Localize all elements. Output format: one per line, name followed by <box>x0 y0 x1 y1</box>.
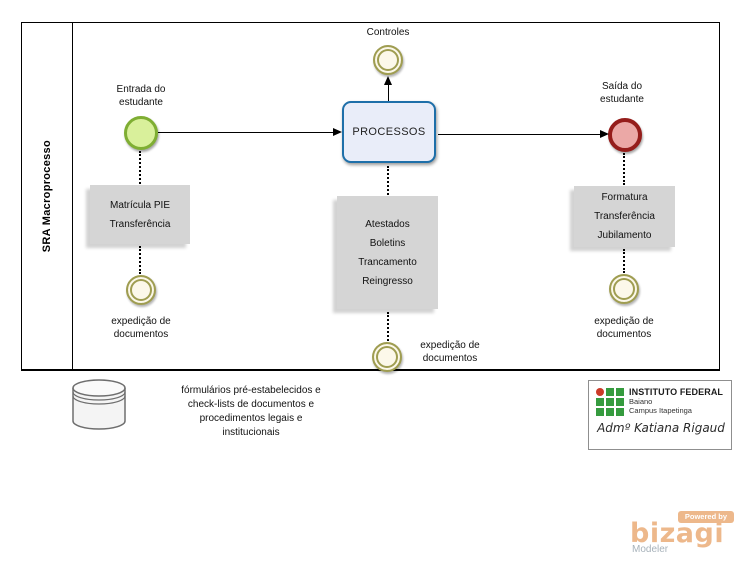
assoc-matricula-to-expedicao <box>139 246 141 274</box>
institution-logo-box: INSTITUTO FEDERAL Baiano Campus Itapetin… <box>588 380 732 450</box>
label-expedicao-left: expedição de documentos <box>111 316 171 340</box>
event-expedicao-left[interactable] <box>126 275 156 305</box>
assoc-processos-to-atestados <box>387 166 389 195</box>
assoc-atestados-to-expedicao <box>387 312 389 341</box>
flow-end-arrowhead <box>600 130 609 138</box>
note-formularios: fórmulários pré-estabelecidos e check-li… <box>181 385 321 438</box>
box-matricula-pie-transferencia[interactable]: Matrícula PIE Transferência <box>90 185 190 244</box>
flow-start-to-processos <box>158 132 334 133</box>
lane-title: SRA Macroprocesso <box>41 139 53 253</box>
assoc-end-to-formatura <box>623 153 625 185</box>
institution-title: INSTITUTO FEDERAL <box>629 387 724 397</box>
instituto-federal-icon <box>596 388 624 416</box>
lane-header: SRA Macroprocesso <box>22 23 73 369</box>
datastore-cylinder[interactable] <box>71 378 127 437</box>
label-entrada-do-estudante: Entrada do estudante <box>116 84 166 108</box>
task-processos[interactable]: PROCESSOS <box>342 101 436 163</box>
label-expedicao-right: expedição de documentos <box>594 316 654 340</box>
flow-processos-to-controles <box>388 84 389 101</box>
end-event-saida[interactable] <box>608 118 642 152</box>
label-saida-do-estudante: Saída do estudante <box>600 81 644 105</box>
task-label: PROCESSOS <box>352 126 426 138</box>
label-expedicao-center: expedição de documentos <box>420 340 480 364</box>
event-controles[interactable] <box>373 45 403 75</box>
event-expedicao-right[interactable] <box>609 274 639 304</box>
bizagi-logo: bizagi <box>630 518 725 549</box>
powered-by-badge: Powered by <box>677 511 734 523</box>
box-formatura-transferencia[interactable]: Formatura Transferência Jubilamento <box>574 186 675 247</box>
label-controles: Controles <box>366 27 410 38</box>
assoc-formatura-to-expedicao <box>623 249 625 273</box>
flow-controles-arrowhead <box>384 76 392 85</box>
event-expedicao-center[interactable] <box>372 342 402 372</box>
institution-line2: Campus Itapetinga <box>629 405 692 415</box>
institution-line1: Baiano <box>629 397 653 406</box>
author-signature: Admº Katiana Rigaud <box>597 421 725 435</box>
flow-processos-to-end <box>438 134 601 135</box>
flow-start-arrowhead <box>333 128 342 136</box>
assoc-start-to-matricula <box>139 151 141 184</box>
start-event-entrada[interactable] <box>124 116 158 150</box>
datastore-icon <box>72 379 126 430</box>
bizagi-watermark: Powered by bizagi Modeler <box>630 511 734 555</box>
box-atestados-boletins[interactable]: Atestados Boletins Trancamento Reingress… <box>337 196 438 309</box>
bizagi-modeler-label: Modeler <box>632 544 669 555</box>
